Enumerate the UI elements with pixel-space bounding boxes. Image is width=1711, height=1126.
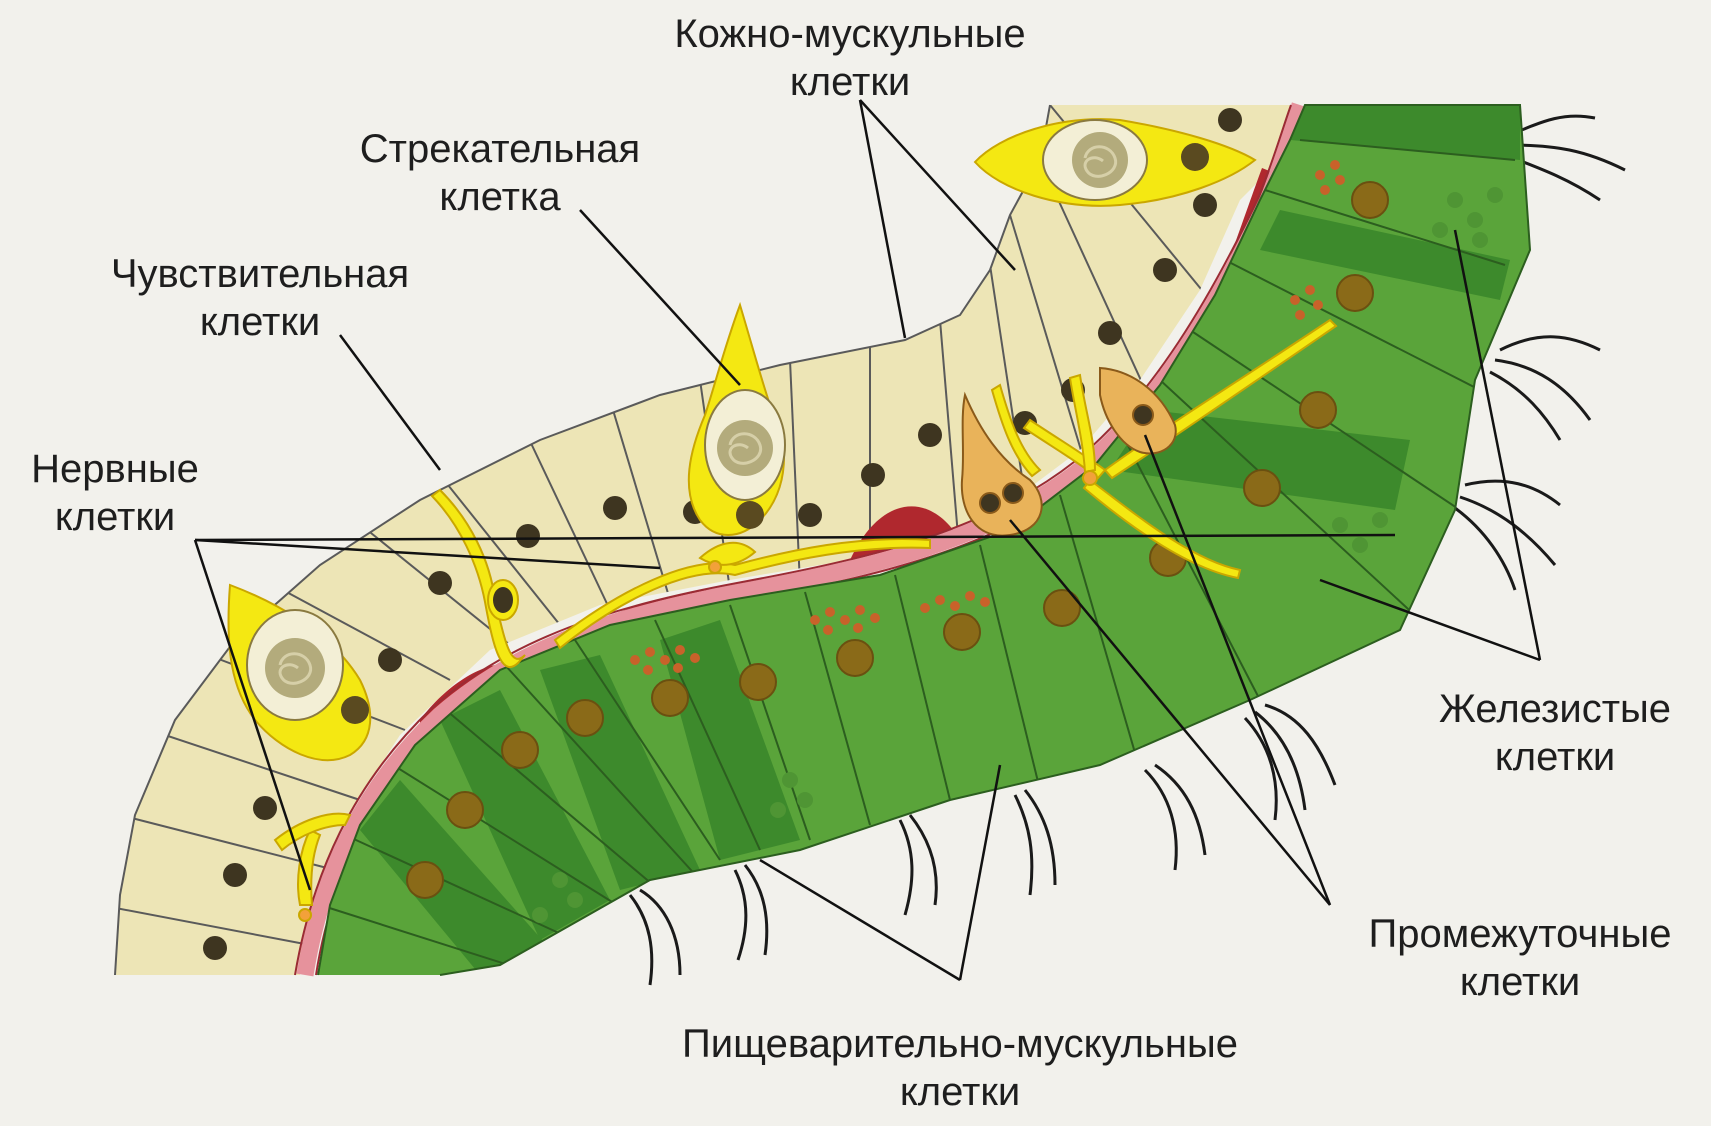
label-intermediate-line2: клетки xyxy=(1335,958,1705,1006)
label-skin-muscle-line1: Кожно-мускульные xyxy=(620,10,1080,58)
label-sensory-line2: клетки xyxy=(70,298,450,346)
label-glandular-cells: Железистые клетки xyxy=(1405,685,1705,781)
label-stinging-line1: Стрекательная xyxy=(320,125,680,173)
label-digestive-muscle-cells: Пищеварительно-мускульные клетки xyxy=(610,1020,1310,1116)
label-intermediate-cells: Промежуточные клетки xyxy=(1335,910,1705,1006)
label-intermediate-line1: Промежуточные xyxy=(1335,910,1705,958)
label-stinging-line2: клетка xyxy=(320,173,680,221)
label-sensory-line1: Чувствительная xyxy=(70,250,450,298)
label-nerve-line1: Нервные xyxy=(0,445,230,493)
label-stinging-cell: Стрекательная клетка xyxy=(320,125,680,221)
label-digestive-muscle-line2: клетки xyxy=(610,1068,1310,1116)
label-sensory-cells: Чувствительная клетки xyxy=(70,250,450,346)
label-skin-muscle-cells: Кожно-мускульные клетки xyxy=(620,10,1080,106)
label-nerve-line2: клетки xyxy=(0,493,230,541)
label-skin-muscle-line2: клетки xyxy=(620,58,1080,106)
label-glandular-line1: Железистые xyxy=(1405,685,1705,733)
label-glandular-line2: клетки xyxy=(1405,733,1705,781)
label-digestive-muscle-line1: Пищеварительно-мускульные xyxy=(610,1020,1310,1068)
label-nerve-cells: Нервные клетки xyxy=(0,445,230,541)
